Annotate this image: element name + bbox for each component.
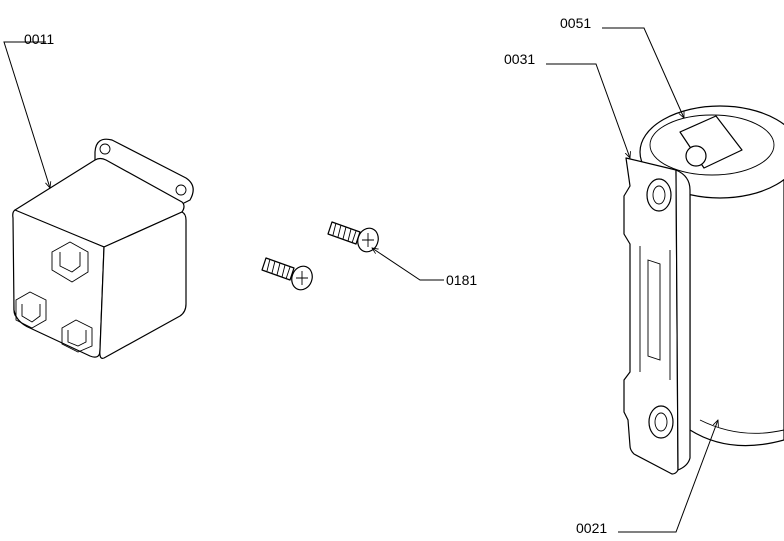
mounting-bracket [623, 157, 691, 475]
callout-0051: 0051 [560, 15, 685, 118]
callout-0021: 0021 [576, 420, 718, 536]
callout-0031: 0031 [504, 51, 630, 158]
label-0021: 0021 [576, 520, 607, 536]
callout-0181: 0181 [372, 248, 477, 288]
label-0011: 0011 [24, 31, 54, 47]
label-0051: 0051 [560, 15, 591, 31]
transformer-block [12, 138, 194, 359]
label-0031: 0031 [504, 51, 535, 67]
screw-upper [327, 221, 379, 253]
label-0181: 0181 [446, 272, 477, 288]
callout-0011: 0011 [3, 31, 54, 188]
screw-lower [261, 257, 313, 291]
